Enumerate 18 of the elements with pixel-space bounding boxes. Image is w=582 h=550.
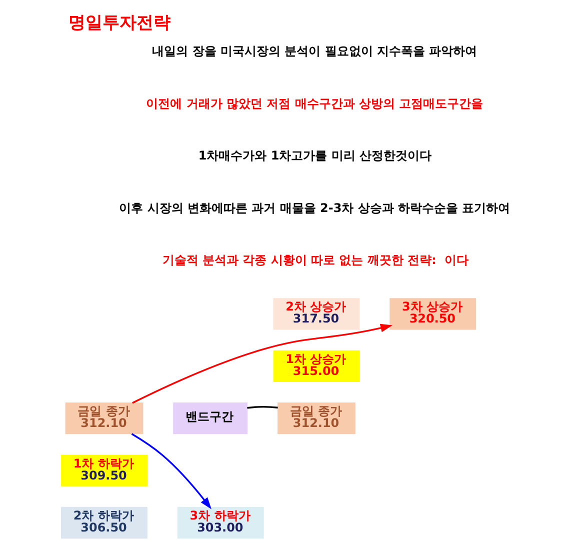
node-box: 1차 상승가 315.00: [273, 350, 360, 382]
diagram-title: 명일투자전략: [68, 13, 170, 34]
arrow: [132, 324, 393, 404]
connector: [247, 406, 278, 409]
node-box: 2차 하락가 306.50: [61, 506, 148, 539]
label: 기술적 분석과 각종 시황이 따로 없는 깨끗한 전략: 이다: [162, 253, 469, 268]
label: 내일의 장을 미국시장의 분석이 필요없이 지수폭을 파악하여: [152, 44, 478, 58]
label: 1차매수가와 1차고가를 미리 산정한것이다: [198, 148, 432, 163]
label: 이후 시장의 변화에따른 과거 매물을 2-3차 상승과 하락수순을 표기하여: [119, 200, 510, 215]
node-box: 2차 상승가 317.50: [273, 298, 360, 330]
node-box: 금일 종가 312.10: [65, 402, 144, 434]
node-box: 금일 종가 312.10: [278, 402, 356, 434]
node-box: 1차 하락가 309.50: [61, 454, 148, 486]
node-box: 3차 상승가 320.50: [390, 298, 476, 330]
node-box: 3차 하락가 303.00: [177, 506, 264, 539]
label: 이전에 거래가 많았던 저점 매수구간과 상방의 고점매도구간을: [146, 96, 484, 110]
arrow: [131, 433, 212, 510]
node-box: 밴드구간: [173, 402, 248, 434]
